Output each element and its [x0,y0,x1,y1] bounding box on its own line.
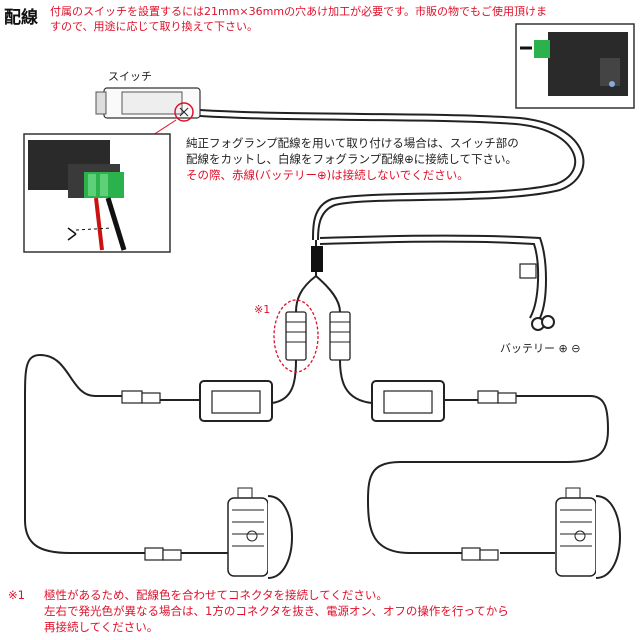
instruction-warning: その際、赤線(バッテリー⊕)は接続しないでください。 [186,168,469,182]
switch-label: スイッチ [108,70,152,83]
footnote-line-1: 極性があるため、配線色を合わせてコネクタを接続してください。 [44,588,388,602]
inline-connectors [121,390,517,561]
footnote-line-3: 再接続してください。 [44,620,159,634]
switch-photo-top-right [515,23,635,109]
footnote-marker: ※1 [8,588,25,602]
instruction-line-2: 配線をカットし、白線をフォグランプ配線⊕に接続して下さい。 [186,152,517,166]
polarity-connectors [273,299,351,373]
fog-lamp-left [227,487,293,579]
page-title: 配線 [4,8,38,28]
intro-line-2: すので、用途に応じて取り換えて下さい。 [50,20,259,33]
battery-terminals [519,263,555,331]
polarity-highlight [273,299,319,373]
relay-right [371,380,445,422]
footnote: ※1 極性があるため、配線色を合わせてコネクタを接続してください。 左右で発光色が… [8,587,636,635]
switch-photo-inset [23,133,171,253]
footnote-line-2: 左右で発光色が異なる場合は、1方のコネクタを抜き、電源オン、オフの操作を行ってか… [44,604,509,618]
instruction-line-1: 純正フォグランプ配線を用いて取り付ける場合は、スイッチ部の [186,136,519,150]
fog-lamp-right [555,487,621,579]
intro-text: 付属のスイッチを設置するには21mm×36mmの穴あけ加工が必要です。市販の物で… [50,4,636,34]
instruction-note: 純正フォグランプ配線を用いて取り付ける場合は、スイッチ部の 配線をカットし、白線… [186,135,586,183]
switch-icon [95,87,201,151]
harness-junction-tube [311,246,323,272]
note-marker: ※1 [254,303,271,316]
wire-harness [24,109,610,554]
relay-left [199,380,273,422]
scissors-icon [67,227,77,241]
intro-line-1: 付属のスイッチを設置するには21mm×36mmの穴あけ加工が必要です。市販の物で… [50,5,547,18]
battery-label: バッテリー ⊕ ⊖ [500,342,581,355]
